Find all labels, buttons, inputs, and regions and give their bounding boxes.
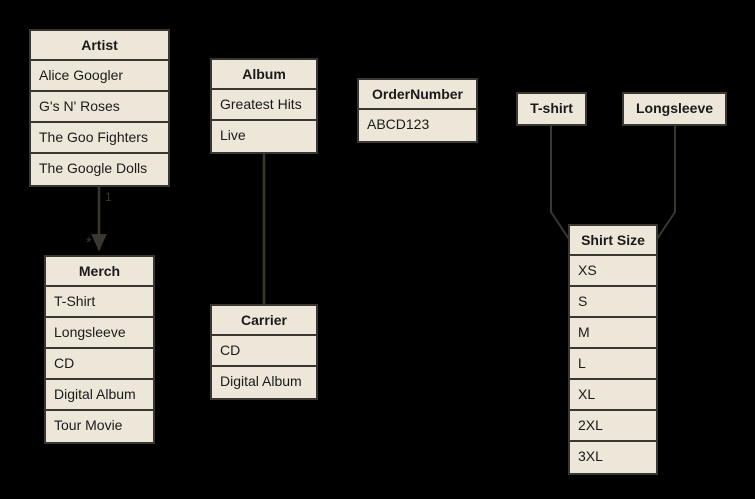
entity-ordernumber[interactable]: OrderNumber ABCD123 <box>357 78 478 143</box>
entity-merch-row-4[interactable]: Tour Movie <box>46 411 153 442</box>
entity-merch[interactable]: Merch T-Shirt Longsleeve CD Digital Albu… <box>44 255 155 444</box>
entity-merch-row-3[interactable]: Digital Album <box>46 380 153 411</box>
entity-shirtsize-title: Shirt Size <box>570 226 656 256</box>
entity-artist-row-3[interactable]: The Google Dolls <box>31 154 168 185</box>
entity-shirtsize-row-1[interactable]: S <box>570 287 656 318</box>
entity-merch-row-2[interactable]: CD <box>46 349 153 380</box>
entity-carrier-row-1[interactable]: Digital Album <box>212 367 316 398</box>
entity-longsleeve-title: Longsleeve <box>624 94 725 124</box>
entity-artist-row-1[interactable]: G's N' Roses <box>31 92 168 123</box>
entity-tshirt[interactable]: T-shirt <box>516 92 587 126</box>
entity-shirtsize[interactable]: Shirt Size XS S M L XL 2XL 3XL <box>568 224 658 475</box>
connector-artist-merch-target-label: * <box>86 234 92 251</box>
entity-longsleeve[interactable]: Longsleeve <box>622 92 727 126</box>
connector-artist-merch-source-label: 1 <box>105 190 112 204</box>
entity-ordernumber-title: OrderNumber <box>359 80 476 110</box>
entity-shirtsize-row-3[interactable]: L <box>570 349 656 380</box>
entity-artist-row-0[interactable]: Alice Googler <box>31 61 168 92</box>
entity-shirtsize-row-6[interactable]: 3XL <box>570 442 656 473</box>
entity-merch-title: Merch <box>46 257 153 287</box>
entity-carrier[interactable]: Carrier CD Digital Album <box>210 304 318 400</box>
entity-carrier-row-0[interactable]: CD <box>212 336 316 367</box>
entity-merch-row-0[interactable]: T-Shirt <box>46 287 153 318</box>
entity-shirtsize-row-2[interactable]: M <box>570 318 656 349</box>
entity-artist[interactable]: Artist Alice Googler G's N' Roses The Go… <box>29 29 170 187</box>
entity-shirtsize-row-4[interactable]: XL <box>570 380 656 411</box>
entity-album-row-1[interactable]: Live <box>212 121 316 152</box>
entity-shirtsize-row-5[interactable]: 2XL <box>570 411 656 442</box>
entity-ordernumber-row-0[interactable]: ABCD123 <box>359 110 476 141</box>
entity-merch-row-1[interactable]: Longsleeve <box>46 318 153 349</box>
entity-artist-row-2[interactable]: The Goo Fighters <box>31 123 168 154</box>
entity-carrier-title: Carrier <box>212 306 316 336</box>
entity-album-title: Album <box>212 60 316 90</box>
entity-album[interactable]: Album Greatest Hits Live <box>210 58 318 154</box>
entity-tshirt-title: T-shirt <box>518 94 585 124</box>
entity-artist-title: Artist <box>31 31 168 61</box>
entity-shirtsize-row-0[interactable]: XS <box>570 256 656 287</box>
entity-album-row-0[interactable]: Greatest Hits <box>212 90 316 121</box>
